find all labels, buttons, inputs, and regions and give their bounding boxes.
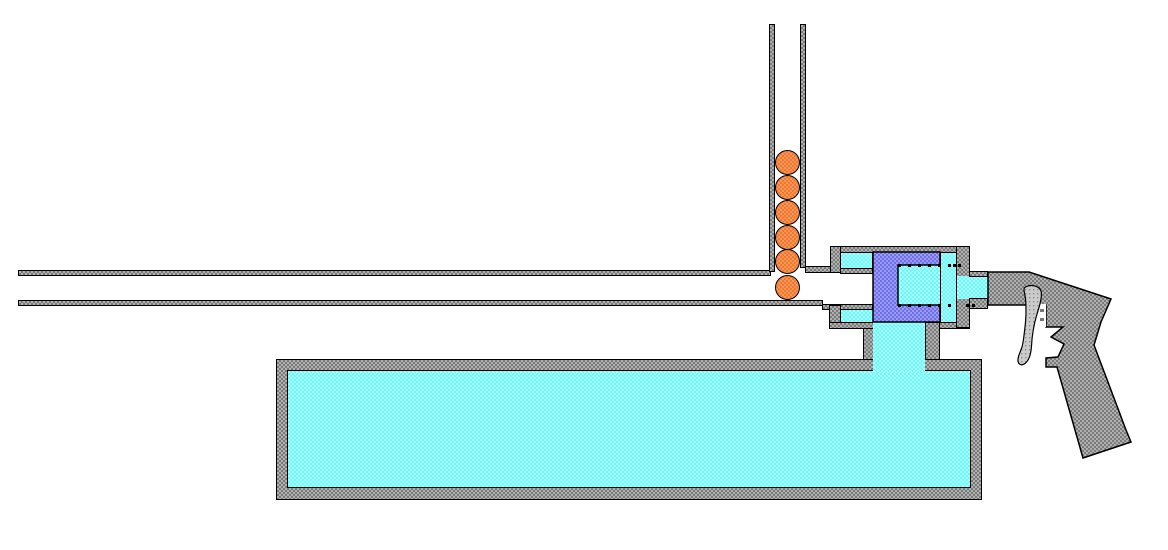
barrel-upper-wall <box>18 270 771 276</box>
magazine-tube-left-wall <box>769 24 775 272</box>
air-pocket-lower <box>840 309 874 323</box>
trigger-pin-lower <box>1040 318 1044 321</box>
feed-tube-water <box>873 322 925 373</box>
feed-tube-right-wall <box>925 322 940 362</box>
outlet-channel <box>957 276 988 299</box>
gun-body-grip <box>987 271 1133 459</box>
projectile-ball <box>775 200 800 225</box>
projectile-ball <box>775 249 800 274</box>
valve-spring-dots <box>898 264 975 307</box>
valve-chamber-water <box>940 252 957 323</box>
reservoir-water <box>287 370 971 488</box>
projectile-ball <box>775 275 800 300</box>
projectile-ball <box>775 175 800 200</box>
projectile-ball <box>775 150 800 175</box>
magazine-tube-right-wall <box>800 24 806 268</box>
piston-cup-water <box>898 265 940 305</box>
projectile-ball <box>775 225 800 250</box>
trigger-pin-upper <box>1040 309 1044 312</box>
trigger <box>1017 284 1043 366</box>
barrel-lower-wall <box>18 300 823 306</box>
trigger-slot <box>1040 304 1046 327</box>
